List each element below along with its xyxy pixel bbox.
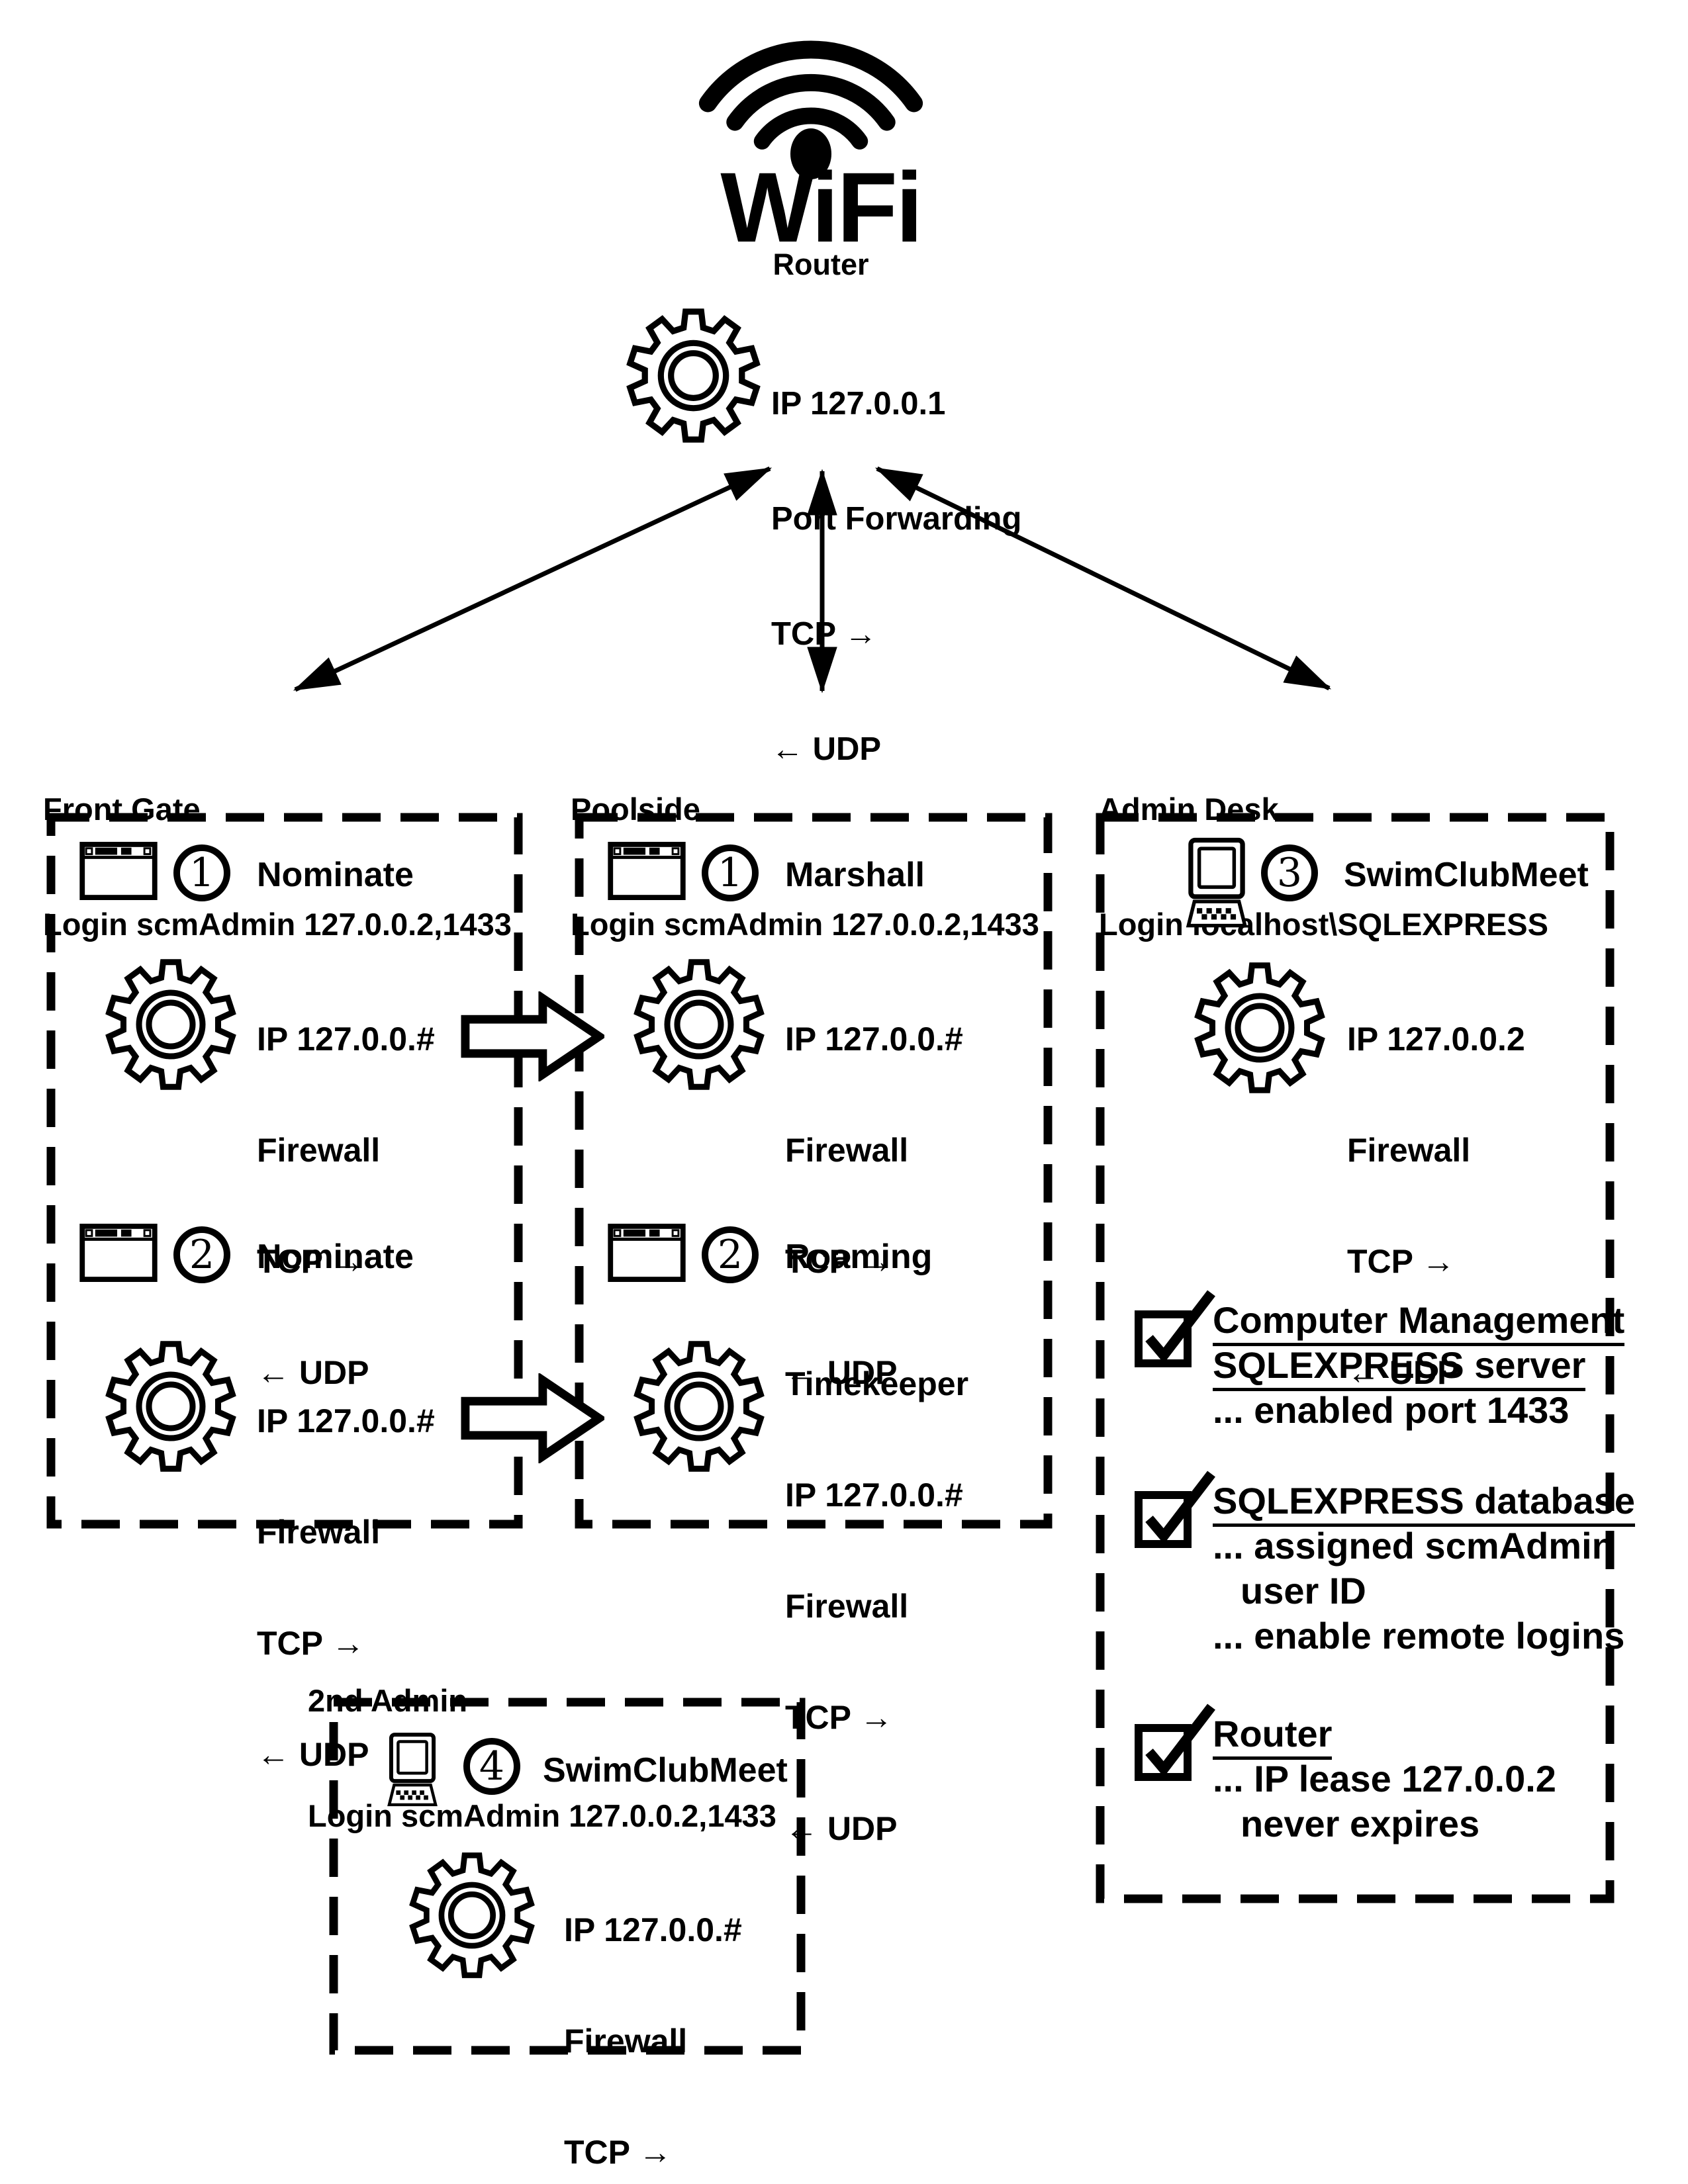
checklist-item: Computer Management SQLEXPRESS server ..… (1213, 1298, 1625, 1433)
gear-icon (408, 1852, 536, 1979)
config-line: ← UDP (1347, 1354, 1460, 1391)
step-number-badge: 3 (1261, 844, 1318, 901)
config-line: Firewall (257, 1132, 381, 1169)
item-label: SwimClubMeet (543, 1751, 788, 1790)
checklist-note: ... IP lease 127.0.0.2 (1213, 1758, 1556, 1799)
config-line: Firewall (257, 1514, 381, 1551)
section-login: Login scmAdmin 127.0.0.2,1433 (43, 907, 512, 942)
checklist-note: user ID (1241, 1570, 1366, 1612)
gear-icon (633, 958, 765, 1091)
checklist-title: SQLEXPRESS database (1213, 1479, 1636, 1527)
config-line: TCP → (785, 1243, 893, 1280)
config-line: ← UDP (785, 1810, 898, 1847)
checkbox-checked-icon (1129, 1463, 1215, 1549)
item-config: IP 127.0.0.# Firewall TCP → ← UDP (785, 946, 963, 1465)
section-login: Login scmAdmin 127.0.0.2,1433 (308, 1798, 776, 1833)
step-number-badge: 2 (702, 1226, 759, 1283)
config-line: Timekeeper (785, 1365, 969, 1402)
admin-desk-box (1096, 813, 1615, 1903)
wifi-logo-text: WiFi (720, 152, 923, 263)
window-icon (608, 1224, 686, 1282)
config-line: Firewall (785, 1132, 909, 1169)
checkbox-checked-icon (1129, 1283, 1215, 1369)
gear-icon (1194, 962, 1326, 1094)
config-line: Firewall (785, 1588, 909, 1625)
config-line: IP 127.0.0.1 (771, 386, 946, 422)
config-line: IP 127.0.0.2 (1347, 1021, 1525, 1058)
item-label: Roaming (785, 1238, 933, 1276)
poolside-box (575, 813, 1053, 1529)
checkbox-checked-icon (1129, 1696, 1215, 1782)
checklist-note: ... enable remote logins (1213, 1615, 1625, 1657)
poolside-header: Poolside Login scmAdmin 127.0.0.2,1433 (571, 713, 1039, 1021)
config-line: TCP → (564, 2134, 672, 2171)
item-label: Marshall (785, 856, 925, 894)
gear-icon (626, 308, 761, 443)
flow-arrow-icon (460, 991, 604, 1081)
config-line: IP 127.0.0.# (257, 1021, 435, 1058)
section-login: Login localhost\SQLEXPRESS (1099, 907, 1548, 942)
config-line: IP 127.0.0.# (785, 1477, 963, 1514)
item-label: Nominate (257, 1238, 414, 1276)
item-label: SwimClubMeet (1344, 856, 1589, 894)
config-line: TCP → (257, 1625, 365, 1662)
config-line: Firewall (564, 2023, 688, 2060)
checklist-title: Computer Management (1213, 1298, 1625, 1346)
config-line: IP 127.0.0.# (564, 1911, 742, 1948)
config-line: TCP → (257, 1243, 365, 1280)
link-front-gate (293, 466, 773, 692)
gear-icon (105, 958, 237, 1091)
checklist-item: SQLEXPRESS database ... assigned scmAdmi… (1213, 1479, 1636, 1659)
gear-icon (105, 1340, 237, 1473)
wifi-signal-icon (698, 40, 923, 150)
config-line: TCP → (1347, 1243, 1455, 1280)
step-number-badge: 4 (463, 1738, 520, 1795)
admin-desk-header: Admin Desk Login localhost\SQLEXPRESS (1099, 713, 1548, 1021)
checklist-note: ... enabled port 1433 (1213, 1389, 1570, 1431)
window-icon (608, 842, 686, 900)
checklist-title: Router (1213, 1712, 1333, 1760)
step-number-badge: 1 (702, 844, 759, 901)
item-config: IP 127.0.0.# Firewall TCP → ← UDP (257, 946, 435, 1465)
gear-icon (633, 1340, 765, 1473)
link-admin-desk (874, 466, 1332, 691)
config-line: ← UDP (257, 1354, 369, 1391)
computer-icon (385, 1733, 440, 1807)
computer-icon (1184, 837, 1250, 929)
window-icon (79, 1224, 158, 1282)
checklist-note: never expires (1241, 1803, 1480, 1844)
flow-arrow-icon (460, 1373, 604, 1463)
router-label: Router (773, 248, 869, 281)
item-config: IP 127.0.0.2 Firewall TCP → ← UDP (1347, 946, 1525, 1465)
config-line: ← UDP (257, 1736, 369, 1773)
step-number-badge: 2 (173, 1226, 230, 1283)
checklist-title: SQLEXPRESS server (1213, 1343, 1586, 1391)
checklist-note: ... assigned scmAdmin (1213, 1525, 1615, 1567)
second-admin-box (329, 1698, 806, 2055)
wifi-dot-icon (790, 128, 831, 179)
section-login: Login scmAdmin 127.0.0.2,1433 (571, 907, 1039, 942)
item-config: IP 127.0.0.# Firewall TCP → ← UDP (257, 1328, 435, 1847)
config-line: IP 127.0.0.# (257, 1402, 435, 1439)
step-number-badge: 1 (173, 844, 230, 901)
config-line: TCP → (785, 1699, 893, 1736)
config-line: IP 127.0.0.# (785, 1021, 963, 1058)
config-line: ← UDP (785, 1354, 898, 1391)
network-links (293, 466, 1332, 694)
window-icon (79, 842, 158, 900)
front-gate-box (46, 813, 523, 1529)
config-line: ← UDP (771, 731, 882, 767)
item-label: Nominate (257, 856, 414, 894)
section-title: 2nd Admin (308, 1683, 468, 1718)
config-line: Firewall (1347, 1132, 1471, 1169)
checklist-item: Router ... IP lease 127.0.0.2 never expi… (1213, 1712, 1556, 1847)
item-config: IP 127.0.0.# Firewall TCP → ← UDP (564, 1837, 742, 2184)
item-config: Timekeeper IP 127.0.0.# Firewall TCP → ←… (785, 1291, 968, 1921)
